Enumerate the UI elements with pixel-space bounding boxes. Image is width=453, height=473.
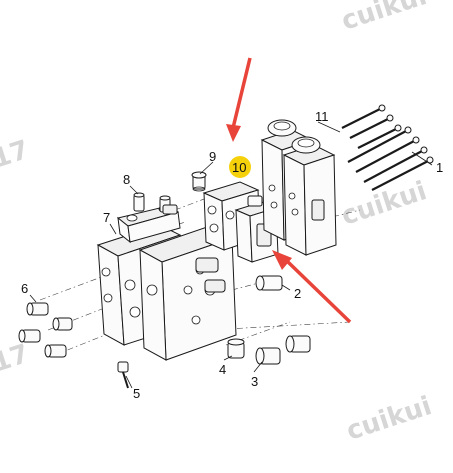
callout-1: 1: [436, 160, 443, 175]
callout-2: 2: [294, 286, 301, 301]
callout-10: 10: [232, 160, 246, 175]
bolt-5: [117, 361, 129, 389]
fittings-3: [255, 335, 311, 365]
callout-4: 4: [219, 362, 226, 377]
callout-8: 8: [123, 172, 130, 187]
watermark-bottom-right: cuikui: [343, 391, 436, 447]
callout-9: 9: [209, 149, 216, 164]
bolts-11: [341, 104, 434, 191]
leader-lines: [29, 121, 433, 389]
callout-7: 7: [103, 210, 110, 225]
callout-11: 11: [315, 109, 329, 124]
fittings-6: [18, 302, 73, 358]
red-arrow-bottom: [272, 250, 352, 324]
solenoid-valve-front: [282, 136, 337, 256]
callout-5: 5: [133, 386, 140, 401]
callout-3: 3: [251, 374, 258, 389]
watermark-left-lower: 17: [0, 339, 33, 379]
plug-9: [191, 171, 207, 192]
red-arrow-top: [226, 57, 252, 142]
manifold-block: [96, 224, 237, 361]
callout-highlight: [229, 156, 251, 178]
fitting-8: [133, 192, 178, 215]
watermark-top-right: cuikui: [338, 0, 431, 37]
callout-6: 6: [21, 281, 28, 296]
top-plate: [116, 205, 181, 244]
fitting-2: [255, 275, 283, 291]
plug-4: [227, 338, 245, 359]
watermark-left-upper: 17: [0, 135, 33, 175]
